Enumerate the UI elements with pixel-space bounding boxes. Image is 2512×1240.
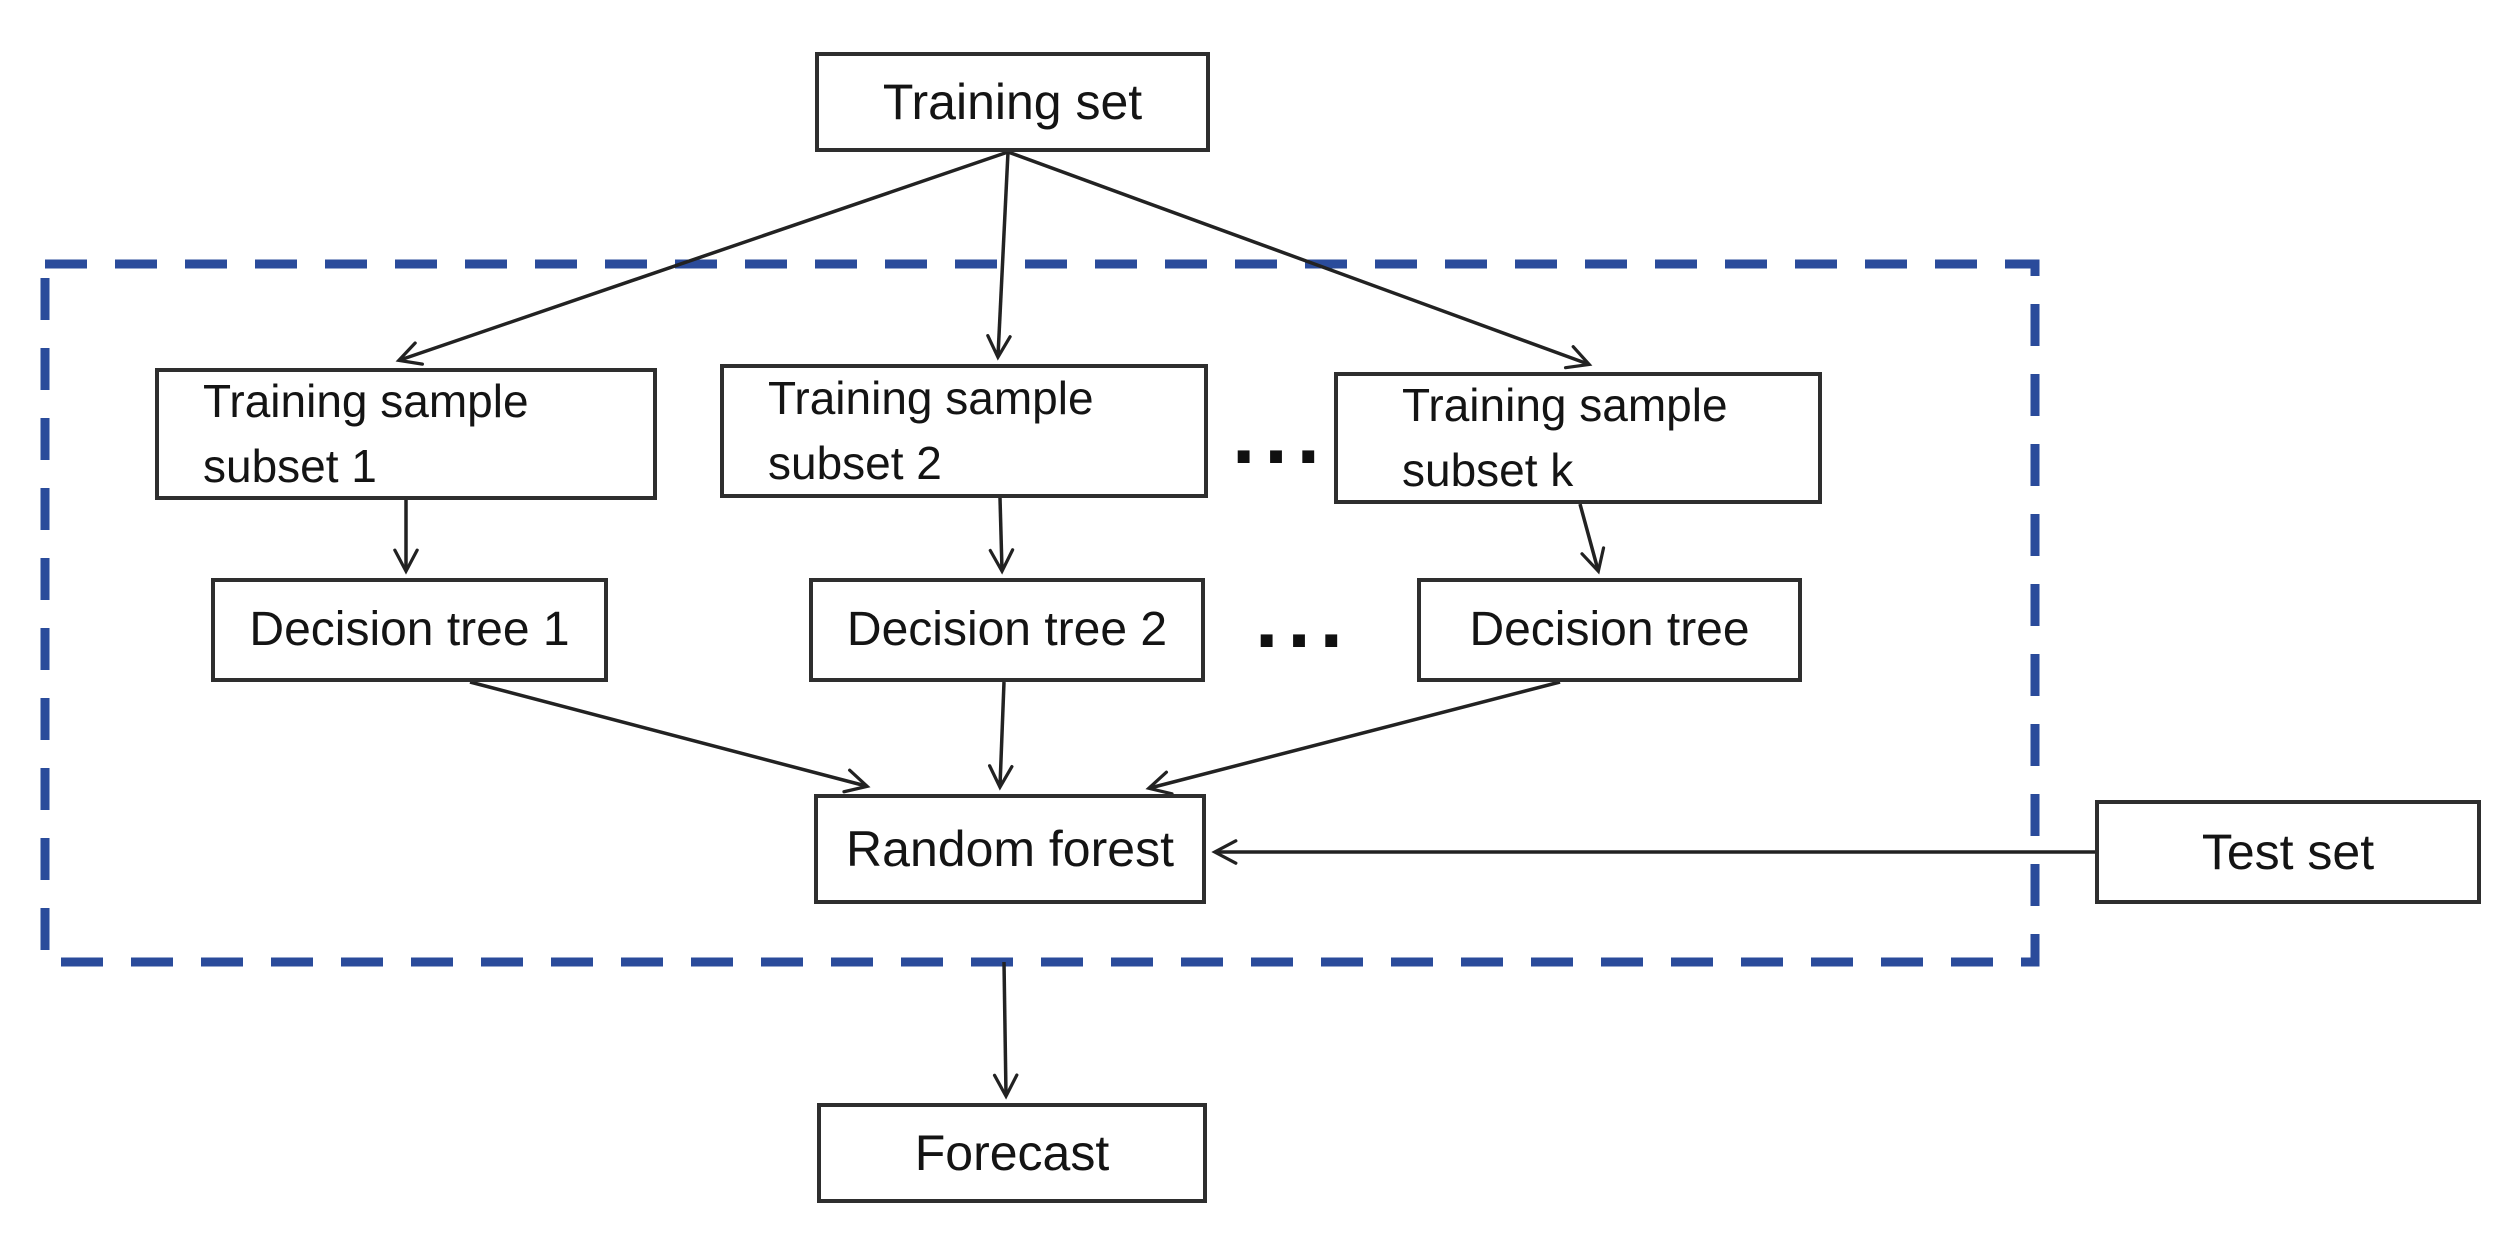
ellipsis-subset-row: ... xyxy=(1232,387,1330,481)
edge-random-forest-to-forecast xyxy=(992,961,1019,1100)
ellipsis-tree-row: ... xyxy=(1255,571,1353,665)
edge-subset-2-to-decision-tree-2 xyxy=(988,497,1015,575)
node-decision-tree-1-label: Decision tree 1 xyxy=(249,603,570,657)
node-training-sample-subset-2-label: Training sample subset 2 xyxy=(768,371,1094,489)
edge-training-set-to-subset-2 xyxy=(986,151,1012,361)
node-random-forest: Random forest xyxy=(814,794,1206,904)
node-forecast: Forecast xyxy=(817,1103,1207,1203)
node-training-sample-subset-2: Training sample subset 2 xyxy=(720,364,1208,498)
node-test-set: Test set xyxy=(2095,800,2481,904)
node-training-sample-subset-k: Training sample subset k xyxy=(1334,372,1822,504)
edge-training-set-to-subset-k xyxy=(1007,150,1593,370)
node-decision-tree-2-label: Decision tree 2 xyxy=(846,603,1168,657)
edge-decision-tree-2-to-random-forest xyxy=(988,681,1014,791)
node-decision-tree-2: Decision tree 2 xyxy=(809,578,1205,682)
node-training-sample-subset-1: Training sample subset 1 xyxy=(155,368,657,500)
node-decision-tree-1: Decision tree 1 xyxy=(211,578,608,682)
node-training-sample-subset-k-label: Training sample subset k xyxy=(1402,378,1728,496)
edge-decision-tree-1-to-random-forest xyxy=(469,680,871,794)
node-forecast-label: Forecast xyxy=(914,1125,1110,1181)
node-training-set: Training set xyxy=(815,52,1210,152)
ensemble-boundary-dashed-rect xyxy=(40,259,2040,967)
node-training-sample-subset-1-label: Training sample subset 1 xyxy=(203,374,529,492)
node-test-set-label: Test set xyxy=(2201,824,2375,880)
edge-decision-tree-k-to-random-forest xyxy=(1145,680,1561,796)
node-decision-tree-k: Decision tree xyxy=(1417,578,1802,682)
node-decision-tree-k-label: Decision tree xyxy=(1469,603,1750,657)
edge-training-set-to-subset-1 xyxy=(395,150,1009,366)
node-random-forest-label: Random forest xyxy=(846,821,1174,877)
node-training-set-label: Training set xyxy=(882,74,1143,130)
edge-subset-k-to-decision-tree-k xyxy=(1578,503,1606,575)
